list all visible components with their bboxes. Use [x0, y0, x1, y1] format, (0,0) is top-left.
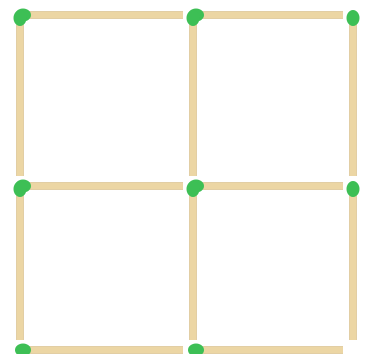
- matchstick-v-c1-r1[interactable]: [14, 10, 27, 176]
- matchstick-h-r3-c1[interactable]: [15, 344, 183, 354]
- match-head: [188, 344, 204, 354]
- matchstick-v-c2-r2[interactable]: [187, 181, 200, 340]
- match-head: [347, 181, 360, 197]
- match-head: [187, 181, 200, 197]
- matchstick-v-c1-r2[interactable]: [14, 181, 27, 340]
- matchstick-v-c3-r2[interactable]: [347, 181, 360, 340]
- matchstick-v-c2-r1[interactable]: [187, 10, 200, 176]
- match-head: [187, 10, 200, 26]
- matchstick-v-c3-r1[interactable]: [347, 10, 360, 176]
- matchstick-h-r3-c2[interactable]: [188, 344, 343, 354]
- match-head: [14, 181, 27, 197]
- matchstick-h-r2-c2[interactable]: [188, 180, 343, 193]
- matchstick-h-r2-c1[interactable]: [15, 180, 183, 193]
- matchstick-h-r1-c2[interactable]: [188, 9, 343, 22]
- matchstick-h-r1-c1[interactable]: [15, 9, 183, 22]
- match-head: [347, 10, 360, 26]
- match-head: [14, 10, 27, 26]
- match-head: [15, 344, 31, 354]
